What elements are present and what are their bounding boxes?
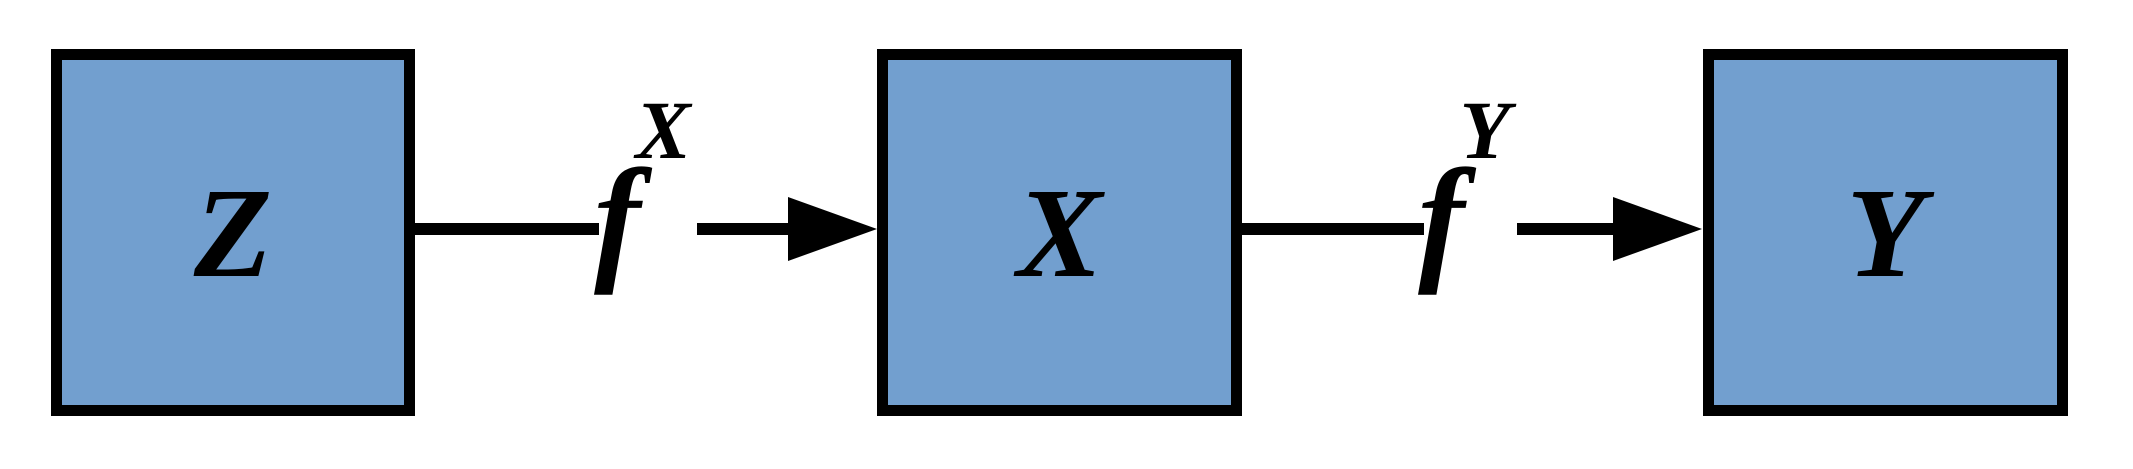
edge-z-x-label: fX [594,89,691,289]
edge-z-x-arrowhead-icon [788,197,877,261]
node-y-label: Y [1846,161,1925,304]
node-x: X [877,49,1242,416]
node-z: Z [51,49,415,416]
edge-z-x-label-sup: X [635,83,691,176]
node-z-label: Z [193,161,273,304]
edge-x-y [1242,197,1702,261]
edge-z-x-label-base: f [594,141,641,296]
edge-x-y-arrowhead-icon [1613,197,1702,261]
edge-z-x [415,197,877,261]
edge-x-y-label-sup: Y [1459,83,1511,176]
edge-x-y-label-base: f [1418,141,1465,296]
edge-x-y-label: fY [1418,89,1510,289]
node-x-label: X [1016,161,1103,304]
node-y: Y [1703,49,2068,416]
